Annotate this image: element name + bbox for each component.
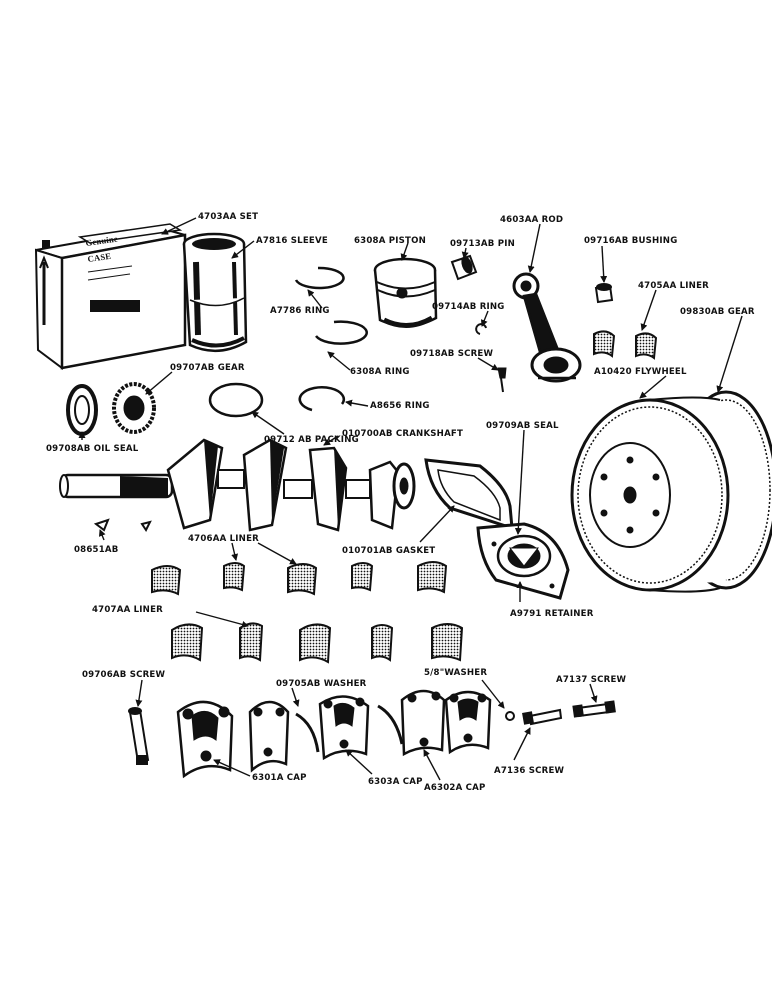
key-part	[93, 518, 152, 532]
gasket-part	[424, 458, 514, 531]
label-ring-a8656: A8656 RING	[370, 401, 430, 411]
flywheel-part	[570, 396, 730, 593]
label-rod: 4603AA ROD	[500, 215, 563, 225]
label-screw-09718: 09718AB SCREW	[410, 349, 493, 359]
screw-a7136-part	[522, 708, 563, 726]
label-ring-a7786: A7786 RING	[270, 306, 330, 316]
oil-seal-part	[66, 384, 98, 436]
retainer-part	[476, 522, 570, 600]
liner-4705-part	[593, 330, 658, 360]
label-set: 4703AA SET	[198, 212, 258, 222]
label-ring-09714: 09714AB RING	[432, 302, 505, 312]
label-cap-a6302: A6302A CAP	[424, 783, 485, 793]
label-piston: 6308A PISTON	[354, 236, 426, 246]
label-oil-seal: 09708AB OIL SEAL	[46, 444, 139, 454]
piston-part	[373, 257, 438, 328]
washer-58-part	[505, 711, 515, 721]
label-screw-a7136: A7136 SCREW	[494, 766, 565, 776]
packing-part	[208, 382, 264, 418]
label-key: 08651AB	[74, 545, 119, 555]
cap-a6302-part	[400, 689, 446, 757]
label-pin: 09713AB PIN	[450, 239, 515, 249]
label-flywheel: A10420 FLYWHEEL	[594, 367, 687, 377]
cap-6303-part	[318, 695, 404, 761]
ring-6308a-part	[315, 320, 368, 345]
label-packing: 09712 AB PACKING	[264, 435, 359, 445]
label-gear-09707: 09707AB GEAR	[170, 363, 245, 373]
ring-a7786-part	[294, 266, 345, 290]
label-washer-09705: 09705AB WASHER	[276, 679, 367, 689]
label-gear-09830: 09830AB GEAR	[680, 307, 755, 317]
crankshaft-part	[59, 438, 416, 532]
label-seal-09709: 09709AB SEAL	[486, 421, 559, 431]
label-screw-a7137: A7137 SCREW	[556, 675, 627, 685]
label-sleeve: A7816 SLEEVE	[256, 236, 328, 246]
liner-4707-row	[171, 622, 464, 664]
cap-6301-part	[176, 700, 234, 779]
bushing-part	[594, 283, 614, 304]
cap-rear-part	[444, 690, 492, 755]
label-liner-4707: 4707AA LINER	[92, 605, 163, 615]
rod-part	[512, 272, 582, 383]
label-liner-4706: 4706AA LINER	[188, 534, 259, 544]
screw-09718-part	[497, 367, 507, 393]
part-labels: 4703AA SET A7816 SLEEVE A7786 RING 6308A…	[46, 212, 755, 793]
sleeve-part	[182, 232, 248, 352]
label-washer-58: 5/8"WASHER	[424, 668, 487, 678]
cap-row-middle	[248, 700, 320, 773]
label-retainer: A9791 RETAINER	[510, 609, 594, 619]
box-genuine-text: Genuine	[85, 234, 119, 248]
label-screw-09706: 09706AB SCREW	[82, 670, 165, 680]
label-liner-4705: 4705AA LINER	[638, 281, 709, 291]
box-fine-print	[87, 265, 133, 281]
screw-a7137-part	[572, 700, 616, 718]
ring-a8656-part	[298, 386, 346, 412]
gear-09707-part	[112, 382, 156, 434]
label-crankshaft: 010700AB CRANKSHAFT	[342, 429, 463, 439]
label-cap-6301: 6301A CAP	[252, 773, 307, 783]
liner-4706-row	[151, 561, 448, 596]
ring-09714-part	[475, 323, 487, 335]
leader-lines	[78, 217, 743, 781]
screw-09706-part	[128, 707, 150, 765]
pin-part	[450, 254, 478, 281]
label-bushing: 09716AB BUSHING	[584, 236, 677, 246]
label-cap-6303: 6303A CAP	[368, 777, 423, 787]
set-box	[34, 223, 187, 370]
label-ring-6308a: 6308A RING	[350, 367, 410, 377]
box-brand-text: CASE	[87, 251, 112, 264]
label-gasket: 010701AB GASKET	[342, 546, 435, 556]
